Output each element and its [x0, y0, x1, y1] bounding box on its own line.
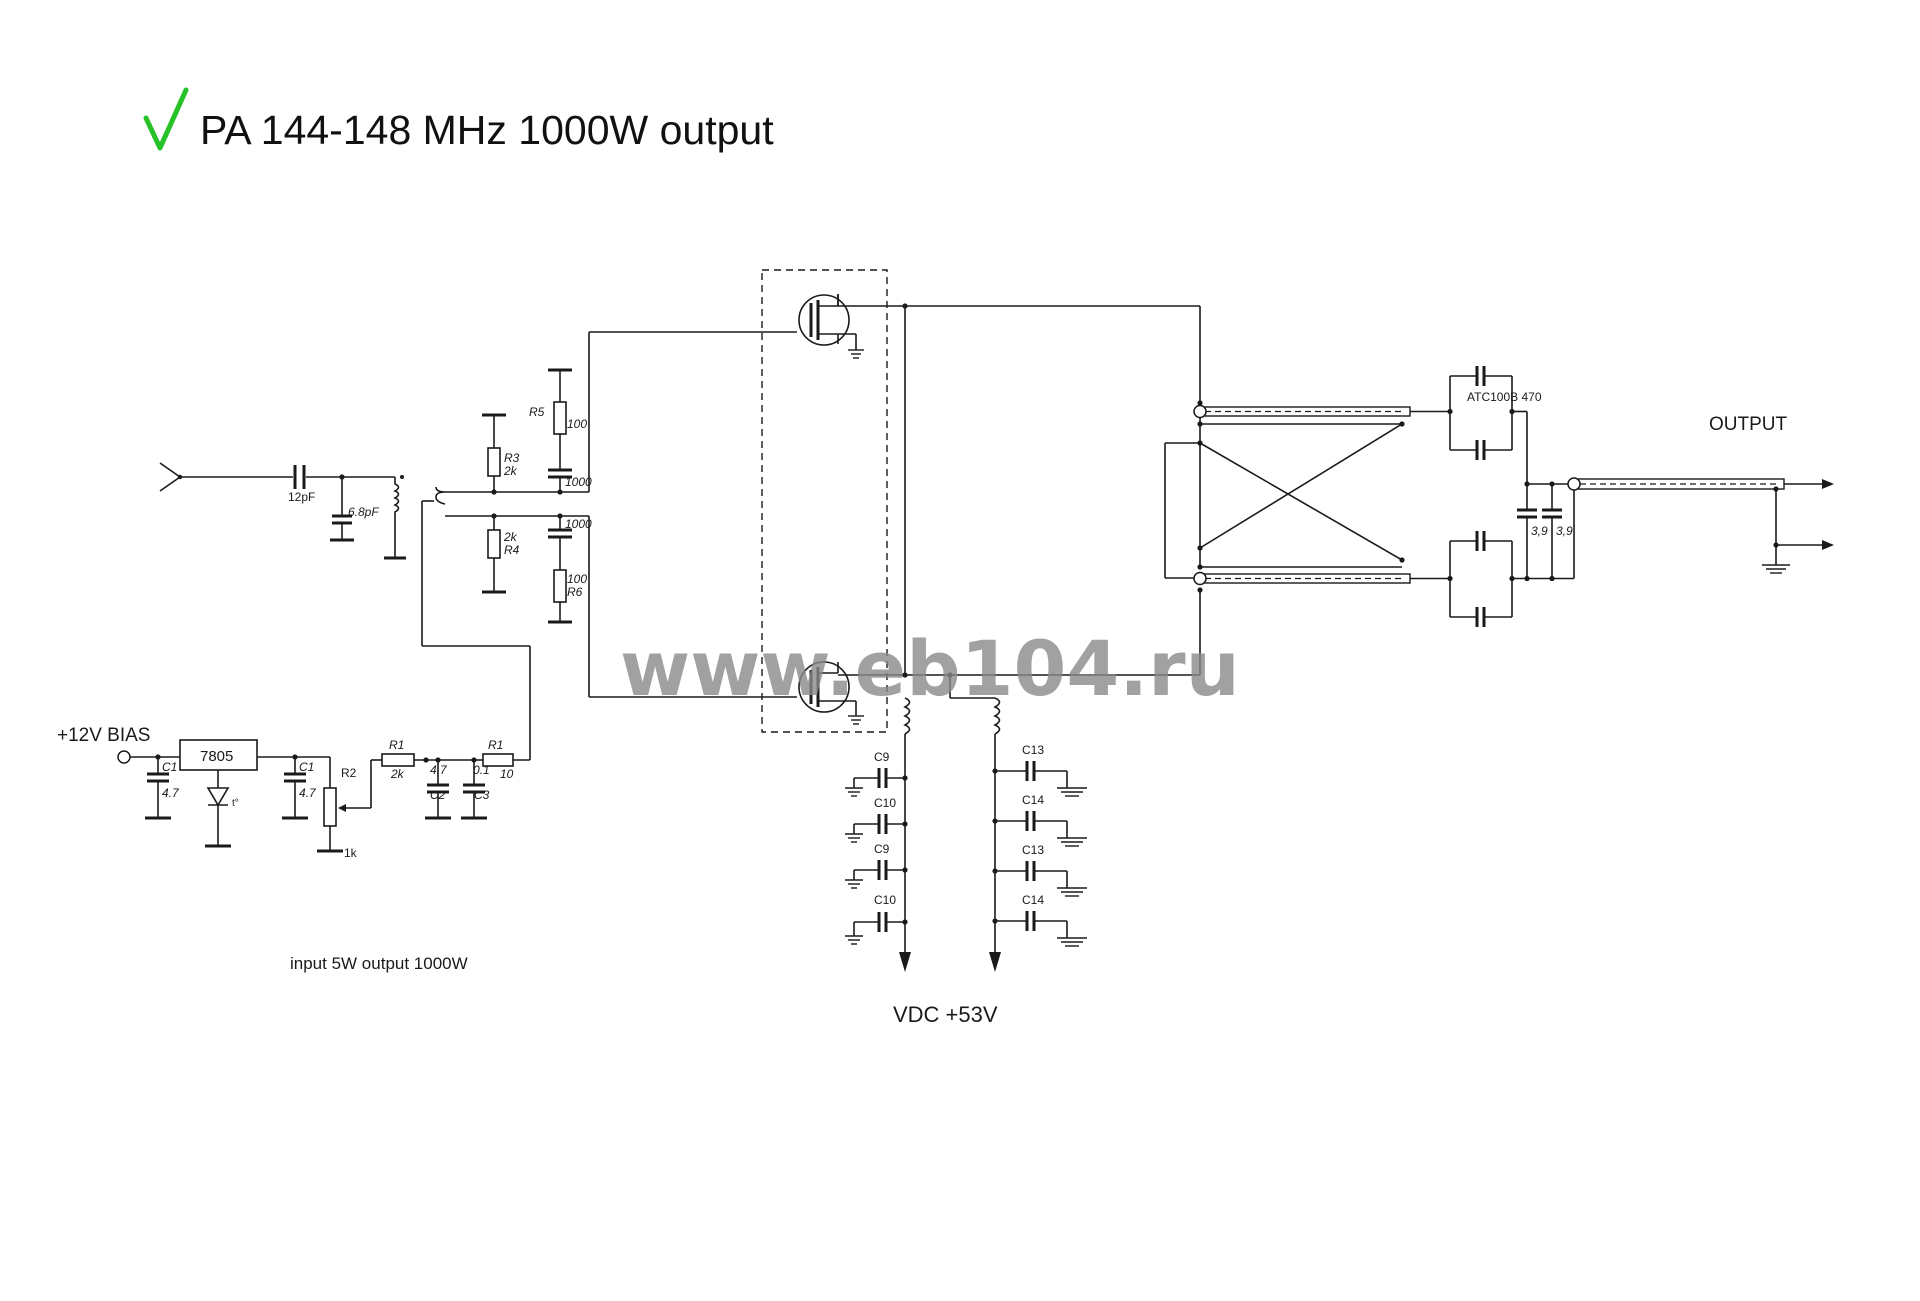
decoupling-left: C9 C10 C9 — [845, 750, 908, 945]
bias-circuit: +12V BIAS C1 4.7 7805 t° C1 4.7 — [57, 725, 530, 860]
r1b-value: 10 — [500, 767, 514, 781]
r3-value: 2k — [503, 464, 518, 478]
c13a-label: C13 — [1022, 743, 1044, 757]
atc-label: ATC100B 470 — [1467, 390, 1542, 404]
r3-label: R3 — [504, 451, 520, 465]
c9b-label: C9 — [874, 842, 890, 856]
c1b-value: 4.7 — [299, 786, 317, 800]
c-bot-value: 1000 — [565, 517, 592, 531]
c3-value: 0.1 — [473, 763, 490, 777]
cin1-label: 12pF — [288, 490, 315, 504]
r4-label: R4 — [504, 543, 520, 557]
r4-value: 2k — [503, 530, 518, 544]
cap-row: C10 — [845, 796, 908, 843]
drain-feed — [837, 294, 1201, 972]
c39b-label: 3,9 — [1556, 524, 1573, 538]
c39a-label: 3,9 — [1531, 524, 1548, 538]
spec-note: input 5W output 1000W — [290, 954, 468, 973]
diode-mark: t° — [232, 798, 239, 809]
c9a-label: C9 — [874, 750, 890, 764]
output-label: OUTPUT — [1709, 414, 1788, 435]
cap-row: C9 — [845, 750, 908, 797]
watermark: www.eb104.ru — [620, 624, 1240, 713]
mosfet-pair — [761, 269, 888, 733]
cap-row: C10 — [845, 893, 908, 945]
r1a-label: R1 — [389, 738, 404, 752]
cap-row: C14 — [992, 893, 1087, 947]
c13b-label: C13 — [1022, 843, 1044, 857]
r6-value: 100 — [567, 572, 587, 586]
r1b-label: R1 — [488, 738, 503, 752]
r5-label: R5 — [529, 405, 545, 419]
checkmark-icon — [143, 87, 189, 151]
r2-label: R2 — [341, 766, 357, 780]
bias-label: +12V BIAS — [57, 725, 150, 746]
rf-input: 12pF 6.8pF — [159, 462, 406, 560]
c-top-value: 1000 — [565, 475, 592, 489]
c1a-value: 4.7 — [162, 786, 180, 800]
c2-value: 4.7 — [430, 763, 448, 777]
c14a-label: C14 — [1022, 793, 1044, 807]
c1b-label: C1 — [299, 760, 314, 774]
cap-row: C14 — [992, 793, 1087, 847]
supply-label: VDC +53V — [893, 1002, 998, 1027]
c14b-label: C14 — [1022, 893, 1044, 907]
output-balun: ATC100B 470 3,9 3,9 — [1164, 366, 1834, 627]
r6-label: R6 — [567, 585, 583, 599]
decoupling-right: C13 C14 C13 — [893, 743, 1087, 1027]
r5-value: 100 — [567, 417, 587, 431]
r1a-value: 2k — [390, 767, 405, 781]
page-title: PA 144-148 MHz 1000W output — [200, 107, 774, 153]
cap-row: C13 — [992, 743, 1087, 797]
regulator-label: 7805 — [200, 748, 233, 765]
title-block: PA 144-148 MHz 1000W output — [143, 87, 774, 153]
gate-network: R3 2k 2k R4 R5 100 1000 1000 100 R6 — [421, 331, 797, 760]
c1a-label: C1 — [162, 760, 177, 774]
cin2-label: 6.8pF — [348, 505, 379, 519]
c3-label: C3 — [474, 788, 490, 802]
c10a-label: C10 — [874, 796, 896, 810]
cap-row: C9 — [845, 842, 908, 889]
c10b-label: C10 — [874, 893, 896, 907]
cap-row: C13 — [992, 843, 1087, 897]
r2-value: 1k — [344, 846, 358, 860]
c2-label: C2 — [430, 788, 446, 802]
